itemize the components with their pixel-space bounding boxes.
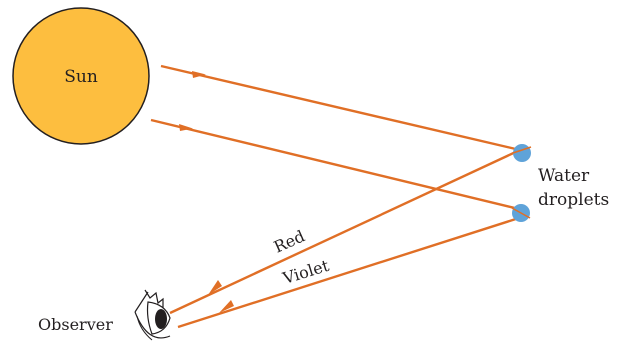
observer-label: Observer — [38, 315, 113, 334]
violet-ray — [178, 218, 519, 327]
incoming-ray-upper — [161, 66, 520, 150]
water-droplets-label-line1: Water — [538, 166, 590, 186]
violet-label: Violet — [280, 256, 332, 288]
sun-label: Sun — [64, 67, 98, 87]
red-ray — [170, 150, 520, 313]
eye-icon — [135, 290, 170, 340]
water-droplet-upper — [513, 144, 531, 162]
incoming-ray-lower — [151, 120, 519, 209]
water-droplets-label-line2: droplets — [538, 190, 609, 210]
